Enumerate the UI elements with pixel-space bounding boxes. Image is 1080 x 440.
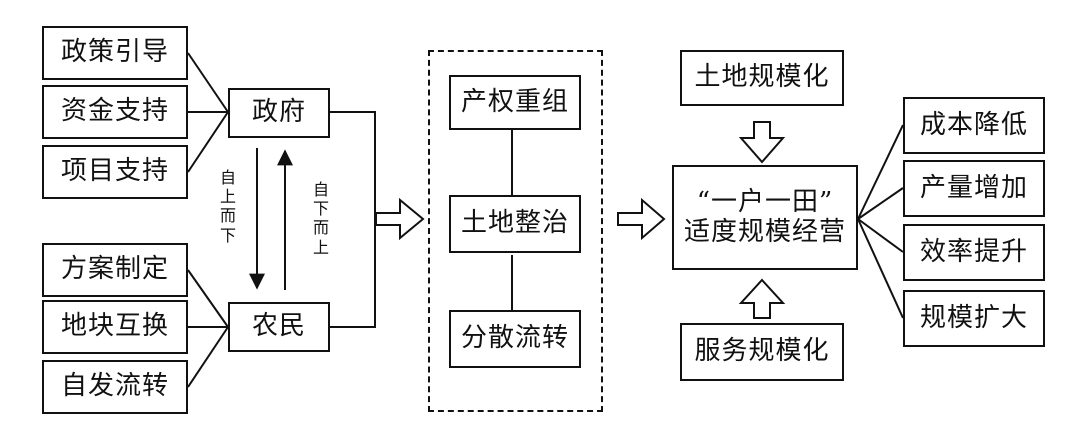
process-group (428, 50, 603, 412)
center-line-2: 适度规模经营 (683, 216, 846, 247)
block-arrow-right-2 (617, 197, 666, 241)
outcome-box-efficiency: 效率提升 (903, 224, 1045, 281)
block-arrow-down (738, 121, 786, 164)
bottom-up-label: 自 下 而 上 (312, 180, 329, 257)
government-box: 政府 (228, 88, 330, 138)
center-box: “一户一田” 适度规模经营 (672, 165, 858, 270)
top-down-label: 自 上 而 下 (219, 168, 236, 245)
farmers-box: 农民 (228, 302, 330, 352)
outcome-box-cost: 成本降低 (903, 97, 1045, 154)
land-scale-box: 土地规模化 (680, 50, 844, 106)
input-box-policy: 政策引导 (42, 26, 188, 80)
block-arrow-right-1 (375, 197, 425, 241)
input-box-swap: 地块互换 (42, 300, 188, 354)
input-box-transfer: 自发流转 (42, 360, 188, 414)
outcome-box-scale: 规模扩大 (903, 290, 1045, 347)
input-box-plan: 方案制定 (42, 243, 188, 297)
outcome-box-yield: 产量增加 (903, 160, 1045, 217)
block-arrow-up (738, 278, 786, 319)
process-box-property: 产权重组 (449, 75, 581, 130)
process-box-transfer: 分散流转 (449, 310, 581, 368)
center-line-1: “一户一田” (696, 186, 834, 217)
service-scale-box: 服务规模化 (680, 323, 844, 381)
input-box-project: 项目支持 (42, 145, 188, 199)
process-box-land-consolidation: 土地整治 (449, 195, 581, 253)
input-box-funding: 资金支持 (42, 85, 188, 139)
